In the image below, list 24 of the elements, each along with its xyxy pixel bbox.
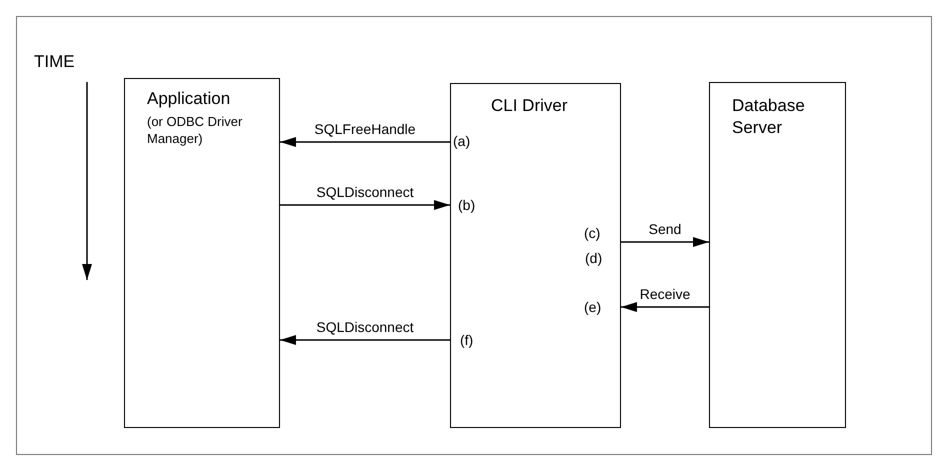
lifeline-box xyxy=(709,82,846,428)
step-marker: (f) xyxy=(460,332,474,348)
axis-label: TIME xyxy=(34,52,75,72)
step-marker: (a) xyxy=(453,133,470,149)
message-arrow xyxy=(621,237,709,247)
participant-note: (or ODBC Driver Manager) xyxy=(147,113,244,147)
lifeline-box xyxy=(124,78,280,428)
participant-name: Application xyxy=(147,89,230,109)
step-marker: (d) xyxy=(585,250,602,266)
step-marker: (c) xyxy=(584,225,600,241)
edge-label: SQLFreeHandle xyxy=(314,121,416,137)
edge-label: SQLDisconnect xyxy=(316,319,414,335)
lifeline-box xyxy=(450,83,621,428)
message-arrow xyxy=(280,200,450,210)
step-marker: (b) xyxy=(458,197,476,213)
message-arrow xyxy=(280,137,450,147)
edge-label: SQLDisconnect xyxy=(316,184,414,200)
message-arrow xyxy=(621,302,709,312)
edge-label: Receive xyxy=(640,286,690,302)
participant-name: Database Server xyxy=(732,95,806,139)
message-arrow xyxy=(280,335,450,345)
edge-label: Send xyxy=(648,221,682,237)
step-marker: (e) xyxy=(584,299,602,315)
participant-name: CLI Driver xyxy=(491,96,568,116)
